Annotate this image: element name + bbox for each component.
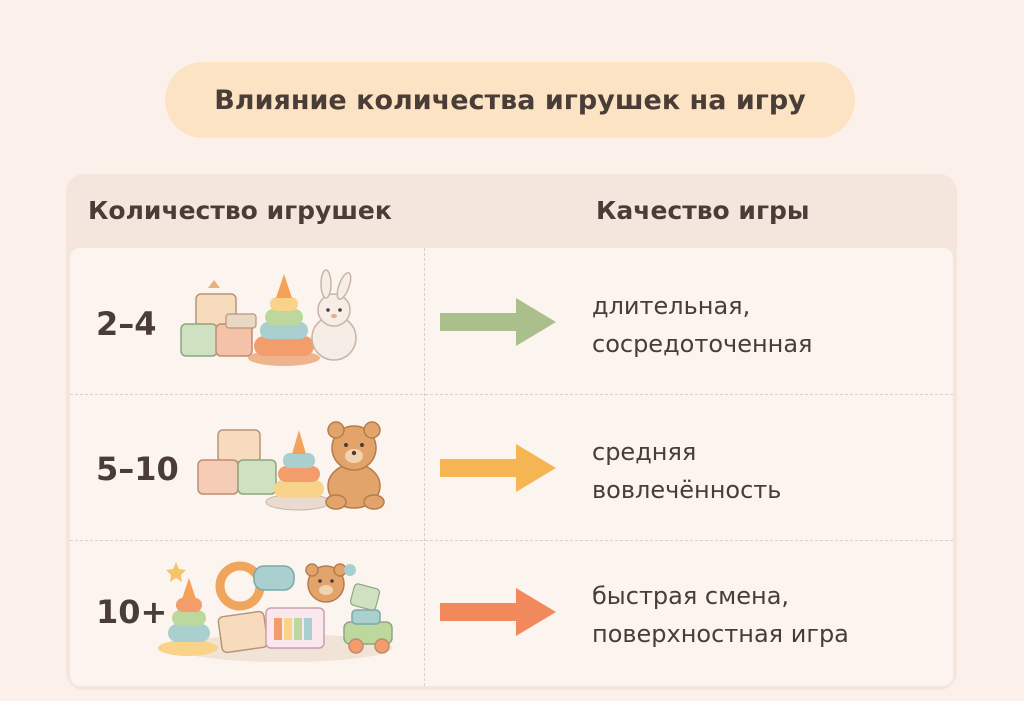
quality-line: длительная,: [592, 292, 751, 320]
quality-line: быстрая смена,: [592, 582, 790, 610]
arrow-right-icon: [440, 588, 556, 636]
column-header-quality: Качество игры: [596, 196, 810, 225]
quality-line: сосредоточенная: [592, 330, 813, 358]
row-count-label: 10+: [96, 593, 168, 631]
column-header-count: Количество игрушек: [88, 196, 392, 225]
row-divider: [70, 540, 953, 541]
medium-toys-icon: [197, 421, 385, 511]
row-count-label: 2–4: [96, 305, 157, 343]
column-divider: [424, 248, 425, 686]
row-count-label: 5–10: [96, 450, 179, 488]
title-banner: Влияние количества игрушек на игру: [165, 62, 855, 138]
quality-line: поверхностная игра: [592, 620, 849, 648]
few-toys-icon: [180, 269, 357, 366]
many-toys-icon: [158, 561, 393, 662]
quality-line: вовлечённость: [592, 476, 782, 504]
row-quality-text: средняя вовлечённость: [592, 433, 781, 509]
page-title: Влияние количества игрушек на игру: [214, 84, 806, 116]
row-divider: [70, 394, 953, 395]
row-quality-text: длительная, сосредоточенная: [592, 287, 813, 363]
quality-line: средняя: [592, 438, 697, 466]
arrow-right-icon: [440, 298, 556, 346]
arrow-right-icon: [440, 444, 556, 492]
row-quality-text: быстрая смена, поверхностная игра: [592, 577, 849, 653]
